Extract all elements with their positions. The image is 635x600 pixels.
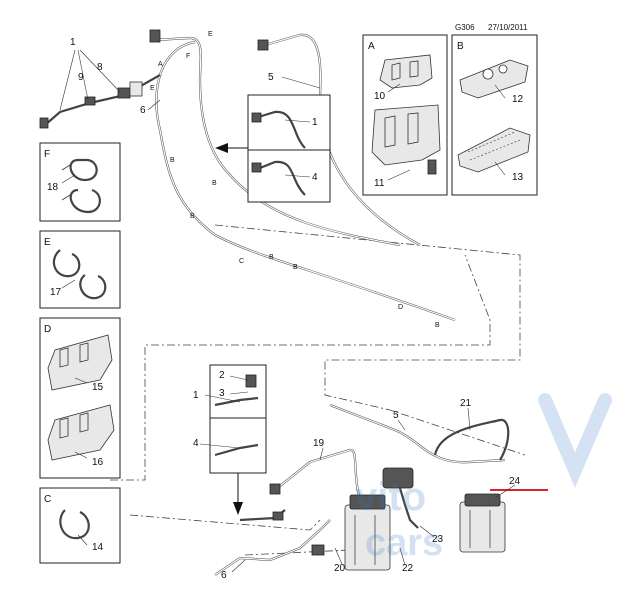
svg-text:B: B <box>457 41 464 52</box>
callout-3: 3 <box>219 388 225 399</box>
watermark-logo: vito cars <box>355 393 612 564</box>
callout-5: 5 <box>393 410 399 421</box>
svg-text:A: A <box>158 61 163 68</box>
svg-text:B: B <box>190 213 195 220</box>
panel-e <box>39 230 121 309</box>
callout-9: 9 <box>78 72 84 83</box>
callout-10: 10 <box>374 91 386 102</box>
connector-top <box>149 29 161 43</box>
svg-text:B: B <box>293 264 298 271</box>
callout-23: 23 <box>432 534 444 545</box>
callout-1: 1 <box>193 390 199 401</box>
charcoal-canister-22 <box>344 494 391 571</box>
callout-7: 1 <box>70 37 76 48</box>
callout-6: 6 <box>221 570 227 581</box>
callout-20: 20 <box>334 563 346 574</box>
callout-15: 15 <box>92 382 104 393</box>
charcoal-canister-24 <box>459 493 506 553</box>
panel-c <box>39 487 121 564</box>
callout-8: 8 <box>97 62 103 73</box>
diagram-code: G306 <box>455 23 475 32</box>
panel-b <box>451 34 538 196</box>
callout-labels: 1123445566891011121314151617181920212223… <box>47 62 524 581</box>
svg-text:cars: cars <box>365 522 443 564</box>
svg-text:D: D <box>398 304 403 311</box>
callout-18: 18 <box>47 182 59 193</box>
connector-5 <box>257 39 269 51</box>
route-outline <box>110 224 526 556</box>
connector-left <box>39 117 49 129</box>
svg-text:C: C <box>239 258 244 265</box>
svg-text:A: A <box>368 41 375 52</box>
inset-lines-2-4 <box>209 364 267 474</box>
callout-4: 4 <box>312 172 318 183</box>
callout-22: 22 <box>402 563 414 574</box>
svg-text:B: B <box>212 180 217 187</box>
svg-text:F: F <box>44 149 50 160</box>
arrow-down-icon <box>233 502 243 515</box>
purge-valve-23 <box>382 467 419 529</box>
svg-text:E: E <box>208 31 213 38</box>
callout-2: 2 <box>219 370 225 381</box>
svg-text:1: 1 <box>70 37 76 48</box>
callout-19: 19 <box>313 438 325 449</box>
callout-12: 12 <box>512 94 524 105</box>
svg-text:B: B <box>170 157 175 164</box>
arrow-left-icon <box>215 143 228 153</box>
svg-text:B: B <box>435 322 440 329</box>
svg-text:E: E <box>150 85 155 92</box>
panel-f <box>39 142 121 222</box>
inset-lines-1-4 <box>247 94 331 203</box>
diagram-date: 27/10/2011 <box>488 23 528 32</box>
callout-5: 5 <box>268 72 274 83</box>
callout-4: 4 <box>193 438 199 449</box>
callout-13: 13 <box>512 172 524 183</box>
callout-1: 1 <box>312 117 318 128</box>
callout-11: 11 <box>374 178 385 189</box>
svg-text:B: B <box>269 254 274 261</box>
vapor-line-21 <box>433 418 510 461</box>
callout-21: 21 <box>460 398 472 409</box>
vapor-line-5 <box>329 403 506 464</box>
svg-text:C: C <box>44 494 51 505</box>
callout-14: 14 <box>92 542 104 553</box>
callout-24: 24 <box>509 476 521 487</box>
svg-text:vito: vito <box>355 475 426 519</box>
svg-text:D: D <box>44 324 51 335</box>
callout-16: 16 <box>92 457 104 468</box>
connector-8 <box>117 87 131 99</box>
clip-9 <box>84 96 96 106</box>
valve-7 <box>129 81 143 97</box>
svg-text:E: E <box>44 237 51 248</box>
connector-20 <box>311 544 325 556</box>
callout-17: 17 <box>50 287 62 298</box>
callout-6: 6 <box>140 105 146 116</box>
svg-text:F: F <box>186 53 190 60</box>
